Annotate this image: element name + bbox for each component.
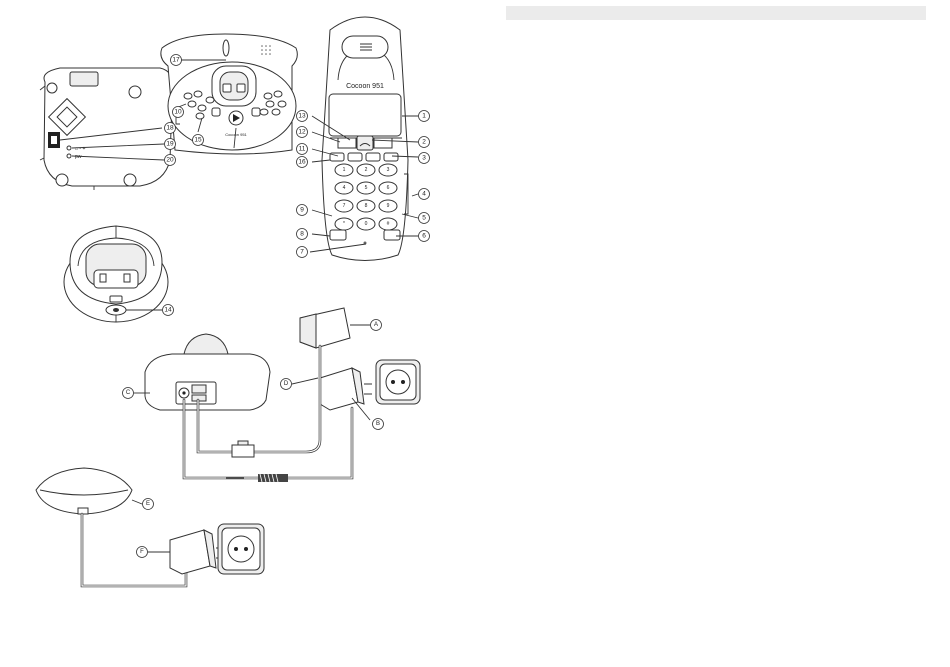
callout-7: 7 bbox=[297, 247, 308, 258]
callout-6-label: 6 bbox=[422, 233, 426, 240]
keypad-key-label: 6 bbox=[387, 185, 390, 191]
callout-17-label: 17 bbox=[172, 57, 180, 64]
keypad-key-*: * bbox=[335, 218, 353, 230]
callout-4-label: 4 bbox=[422, 191, 426, 198]
keypad-key-8: 8 bbox=[357, 200, 375, 212]
keypad-key-4: 4 bbox=[335, 182, 353, 194]
callout-13: 13 bbox=[297, 111, 308, 122]
callout-13-label: 13 bbox=[298, 113, 306, 120]
svg-text:⌂ - +: ⌂ - + bbox=[75, 146, 85, 152]
keypad-key-0: 0 bbox=[357, 218, 375, 230]
callout-f-label: F bbox=[140, 549, 144, 555]
callout-15: 15 bbox=[193, 135, 204, 146]
callout-a-label: A bbox=[374, 322, 378, 328]
keypad-key-label: * bbox=[343, 221, 345, 227]
keypad-key-label: 1 bbox=[343, 167, 346, 173]
keypad-key-#: # bbox=[379, 218, 397, 230]
keypad-key-label: 0 bbox=[365, 221, 368, 227]
base-pw-label: pw bbox=[75, 154, 82, 160]
callout-16: 16 bbox=[297, 157, 308, 168]
keypad-key-2: 2 bbox=[357, 164, 375, 176]
callout-1: 1 bbox=[419, 111, 430, 122]
keypad-key-label: 8 bbox=[365, 203, 368, 209]
base-brand-label: Cocoon 951 bbox=[225, 132, 247, 137]
callout-9: 9 bbox=[297, 205, 308, 216]
callout-e-label: E bbox=[146, 501, 150, 507]
callout-10: 10 bbox=[173, 107, 184, 118]
callout-16-label: 16 bbox=[298, 159, 306, 166]
callout-c-label: C bbox=[126, 390, 131, 396]
callout-9-label: 9 bbox=[300, 207, 304, 214]
callout-20-label: 20 bbox=[166, 157, 174, 164]
callout-b: B bbox=[373, 419, 384, 430]
callout-d-label: D bbox=[284, 381, 289, 387]
callout-b-label: B bbox=[376, 421, 380, 427]
callout-f: F bbox=[137, 547, 148, 558]
callout-12: 12 bbox=[297, 127, 308, 138]
callout-17: 17 bbox=[171, 55, 182, 66]
callout-18-label: 18 bbox=[166, 125, 174, 132]
callout-6: 6 bbox=[419, 231, 430, 242]
keypad-key-3: 3 bbox=[379, 164, 397, 176]
callout-14: 14 bbox=[163, 305, 174, 316]
keypad-key-6: 6 bbox=[379, 182, 397, 194]
charger-cradle-illustration bbox=[64, 226, 168, 322]
keypad-key-label: 9 bbox=[387, 203, 390, 209]
base-top-illustration: Cocoon 951 bbox=[161, 34, 297, 154]
callout-15-label: 15 bbox=[194, 137, 202, 144]
callout-8: 8 bbox=[297, 229, 308, 240]
callout-3: 3 bbox=[419, 153, 430, 164]
keypad-key-9: 9 bbox=[379, 200, 397, 212]
keypad-key-5: 5 bbox=[357, 182, 375, 194]
callout-e: E bbox=[143, 499, 154, 510]
callout-1-label: 1 bbox=[422, 113, 426, 120]
keypad-key-label: 4 bbox=[343, 185, 346, 191]
base-underside-illustration: ⌂ - + pw bbox=[40, 68, 174, 190]
keypad-key-1: 1 bbox=[335, 164, 353, 176]
callout-19-label: 19 bbox=[166, 141, 174, 148]
callout-20: 20 bbox=[165, 155, 176, 166]
callout-2-label: 2 bbox=[422, 139, 426, 146]
handset-brand-label: Cocoon 951 bbox=[346, 83, 384, 90]
callout-d: D bbox=[281, 379, 292, 390]
keypad-key-label: # bbox=[387, 221, 390, 227]
keypad-key-label: 3 bbox=[387, 167, 390, 173]
callout-5: 5 bbox=[419, 213, 430, 224]
keypad-key-7: 7 bbox=[335, 200, 353, 212]
callout-12-label: 12 bbox=[298, 129, 306, 136]
callout-2: 2 bbox=[419, 137, 430, 148]
connection-diagram bbox=[134, 308, 420, 482]
callout-18: 18 bbox=[165, 123, 176, 134]
callout-11: 11 bbox=[297, 144, 308, 155]
callout-a: A bbox=[371, 320, 382, 331]
repeater-illustration bbox=[36, 468, 264, 586]
callout-3-label: 3 bbox=[422, 155, 426, 162]
callout-14-label: 14 bbox=[164, 307, 172, 314]
callout-5-label: 5 bbox=[422, 215, 426, 222]
callout-19: 19 bbox=[165, 139, 176, 150]
callout-10-label: 10 bbox=[174, 109, 182, 116]
callout-7-label: 7 bbox=[300, 249, 304, 256]
callout-11-label: 11 bbox=[299, 146, 306, 153]
keypad-key-label: 7 bbox=[343, 203, 346, 209]
callout-c: C bbox=[123, 388, 134, 399]
callout-4: 4 bbox=[419, 189, 430, 200]
keypad-key-label: 5 bbox=[365, 185, 368, 191]
keypad-key-label: 2 bbox=[365, 167, 368, 173]
callout-8-label: 8 bbox=[300, 231, 304, 238]
